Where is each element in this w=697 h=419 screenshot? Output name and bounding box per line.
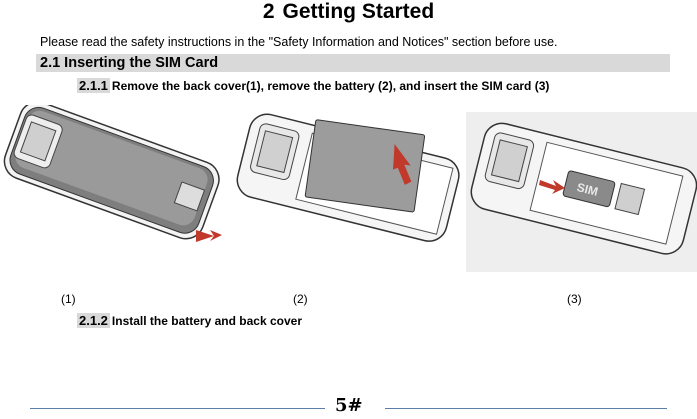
intro-text: Please read the safety instructions in t… bbox=[40, 35, 558, 49]
chapter-title: Getting Started bbox=[282, 0, 435, 23]
figure-caption-3: (3) bbox=[567, 292, 582, 306]
subsection-number: 2.1.1 bbox=[77, 78, 110, 93]
section-heading: 2.1 Inserting the SIM Card bbox=[36, 54, 670, 72]
arrow-icon bbox=[196, 230, 222, 242]
chapter-number: 2 bbox=[262, 0, 275, 23]
subsection-number: 2.1.2 bbox=[77, 313, 110, 328]
figure-caption-2: (2) bbox=[293, 292, 308, 306]
sim-label: SIM bbox=[575, 180, 599, 199]
page-number: 5# bbox=[335, 395, 363, 416]
page-footer: 5# bbox=[0, 395, 697, 418]
chapter-heading: 2 Getting Started bbox=[0, 0, 697, 24]
battery-removal-illustration bbox=[236, 113, 460, 242]
phone-back-cover-removal-illustration bbox=[3, 105, 222, 242]
arrow-icon bbox=[539, 180, 565, 194]
arrow-icon bbox=[393, 143, 412, 185]
footer-rule-right bbox=[385, 408, 667, 409]
subsection-text: Install the battery and back cover bbox=[111, 314, 302, 328]
footer-rule-left bbox=[30, 408, 325, 409]
sim-card-insertion-illustration: SIM bbox=[466, 112, 697, 272]
subsection-text: Remove the back cover(1), remove the bat… bbox=[111, 79, 550, 93]
figure-caption-1: (1) bbox=[61, 292, 76, 306]
